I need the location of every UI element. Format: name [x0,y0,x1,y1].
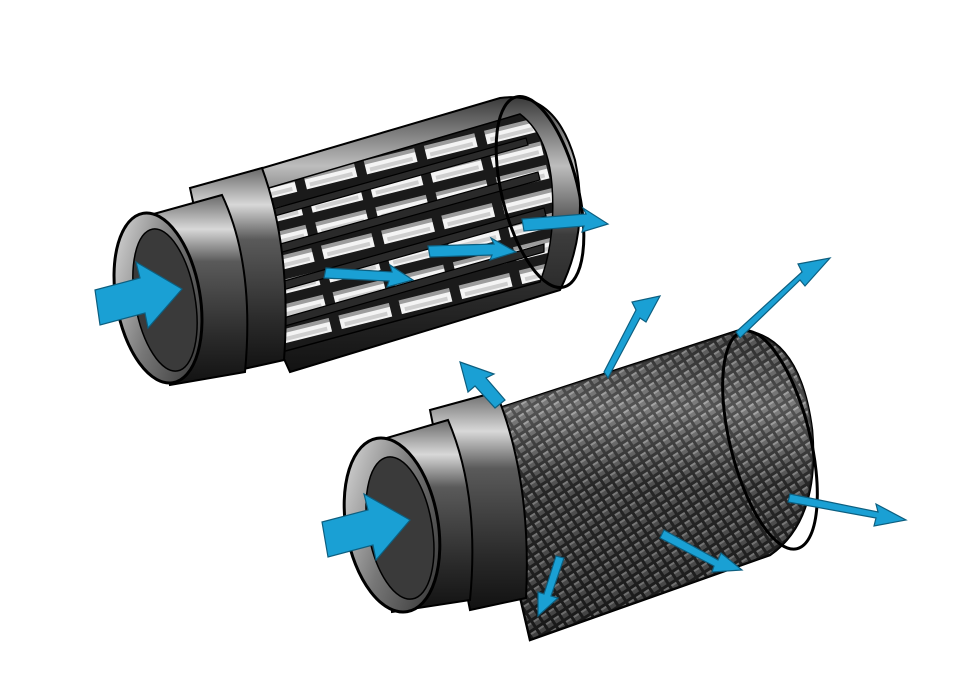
outflow-arrow-up-left [459,361,506,409]
mesh-grid-cylinder [342,328,819,642]
slotted-cage-cylinder [112,94,586,387]
outflow-arrow-up-right [735,257,832,339]
outflow-arrow-top-3 [323,263,415,288]
outflow-arrow-up [603,295,662,380]
cage-end-ring [494,94,586,290]
inlet-arrow-top [94,260,183,330]
flow-arrows-bottom [321,257,908,618]
inlet-arrow-bottom [321,492,411,562]
outflow-arrow-top-1 [521,206,610,233]
outflow-arrow-down [537,555,565,618]
outflow-arrow-down-right [659,529,744,573]
outflow-arrow-right [787,493,908,527]
outflow-arrow-top-2 [427,236,518,261]
mesh-shading [478,330,814,640]
flow-arrows-top [94,206,610,330]
